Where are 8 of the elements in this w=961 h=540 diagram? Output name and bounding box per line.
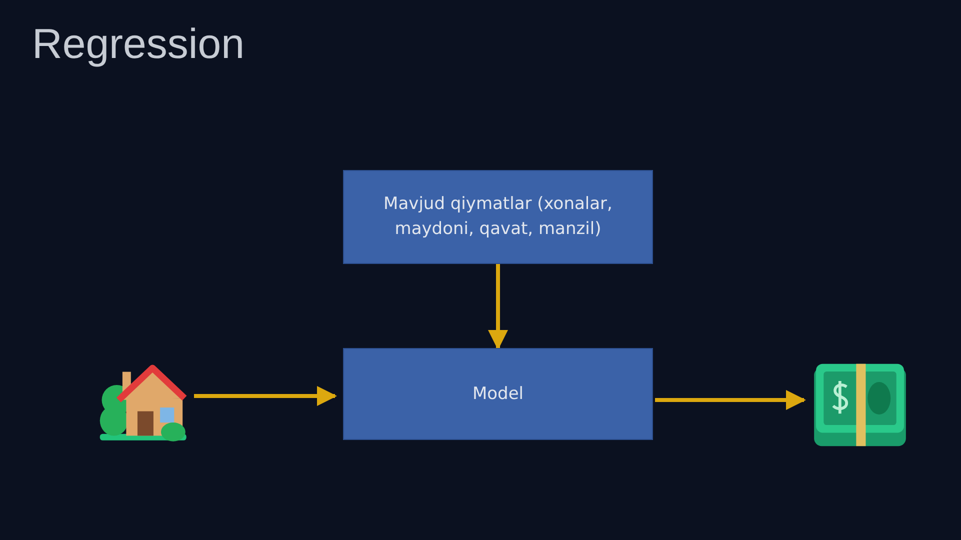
process-box (343, 348, 653, 440)
process-box (343, 170, 653, 264)
arrow (655, 390, 806, 410)
slide-title: Regression (32, 20, 244, 68)
box-label: Mavjud qiymatlar (xonalar, maydoni, qavat, manzil) (382, 193, 614, 241)
arrow (488, 264, 508, 350)
arrow (194, 386, 337, 406)
box-label: Model (472, 382, 524, 406)
